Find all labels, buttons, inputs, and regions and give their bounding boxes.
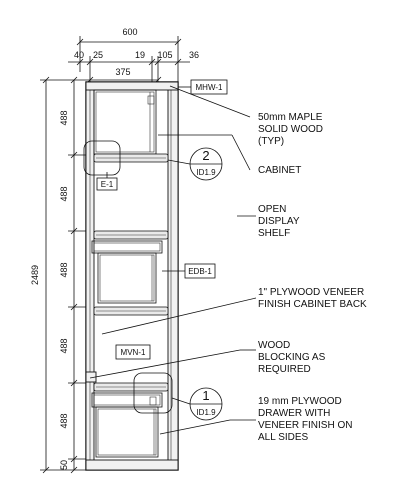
dim-seg-3: 488 xyxy=(59,262,69,277)
dim-seg-40: 40 xyxy=(74,50,84,60)
dim-seg-25: 25 xyxy=(93,50,103,60)
note-plywood-back: 1" PLYWOOD VENEER FINISH CABINET BACK xyxy=(258,287,367,310)
tag-e: E-1 xyxy=(96,172,118,191)
dim-seg-36: 36 xyxy=(189,50,199,60)
left-dimensions: 2489 488 488 488 488 488 50 xyxy=(30,76,90,474)
note-blocking: WOOD BLOCKING AS REQUIRED xyxy=(258,340,326,375)
dim-overall-width: 600 xyxy=(122,27,137,37)
tag-mhw: MHW-1 xyxy=(178,79,228,95)
dim-seg-6: 50 xyxy=(59,460,69,470)
top-dimensions: 600 40 25 19 105 36 375 xyxy=(68,27,199,85)
dim-seg-5: 488 xyxy=(59,413,69,428)
svg-text:OPEN: OPEN xyxy=(258,204,286,215)
dim-seg-1: 488 xyxy=(59,110,69,125)
detail-bubble-lower xyxy=(133,372,173,414)
note-cabinet: CABINET xyxy=(258,165,301,176)
tag-edb: EDB-1 xyxy=(162,263,216,279)
svg-text:VENEER FINISH ON: VENEER FINISH ON xyxy=(258,420,352,431)
svg-text:WOOD: WOOD xyxy=(258,340,290,351)
svg-text:ID1.9: ID1.9 xyxy=(196,168,216,177)
svg-text:ALL SIDES: ALL SIDES xyxy=(258,432,309,443)
detail-bubble-upper xyxy=(83,140,121,176)
svg-text:E-1: E-1 xyxy=(101,180,114,189)
svg-text:MHW-1: MHW-1 xyxy=(196,83,224,92)
dim-seg-2: 488 xyxy=(59,186,69,201)
svg-text:DRAWER WITH: DRAWER WITH xyxy=(258,408,330,419)
svg-text:ID1.9: ID1.9 xyxy=(196,408,216,417)
svg-text:EDB-1: EDB-1 xyxy=(188,267,212,276)
note-drawer: 19 mm PLYWOOD DRAWER WITH VENEER FINISH … xyxy=(258,396,352,443)
cabinet-body xyxy=(85,81,179,471)
tag-mvn: MVN-1 xyxy=(115,344,151,360)
svg-text:SHELF: SHELF xyxy=(258,228,290,239)
callout-2: 2 ID1.9 xyxy=(167,147,223,181)
svg-text:1: 1 xyxy=(202,388,209,403)
svg-text:1" PLYWOOD VENEER: 1" PLYWOOD VENEER xyxy=(258,287,364,298)
svg-text:SOLID WOOD: SOLID WOOD xyxy=(258,124,323,135)
svg-text:19 mm PLYWOOD: 19 mm PLYWOOD xyxy=(258,396,342,407)
svg-text:REQUIRED: REQUIRED xyxy=(258,364,311,375)
svg-text:CABINET: CABINET xyxy=(258,165,301,176)
dim-overall-height: 2489 xyxy=(30,265,40,285)
dim-seg-19: 19 xyxy=(135,50,145,60)
svg-text:BLOCKING AS: BLOCKING AS xyxy=(258,352,326,363)
note-open-shelf: OPEN DISPLAY SHELF xyxy=(258,204,300,239)
dim-seg-105: 105 xyxy=(157,50,172,60)
svg-text:2: 2 xyxy=(202,148,209,163)
svg-text:MVN-1: MVN-1 xyxy=(121,348,146,357)
svg-text:FINISH CABINET BACK: FINISH CABINET BACK xyxy=(258,299,367,310)
note-maple: 50mm MAPLE SOLID WOOD (TYP) xyxy=(258,112,323,147)
svg-text:50mm MAPLE: 50mm MAPLE xyxy=(258,112,323,123)
dim-inner-width: 375 xyxy=(115,67,130,77)
svg-text:DISPLAY: DISPLAY xyxy=(258,216,300,227)
leader-lines xyxy=(89,85,257,435)
dim-seg-4: 488 xyxy=(59,338,69,353)
callout-1: 1 ID1.9 xyxy=(171,387,223,421)
svg-text:(TYP): (TYP) xyxy=(258,136,284,147)
